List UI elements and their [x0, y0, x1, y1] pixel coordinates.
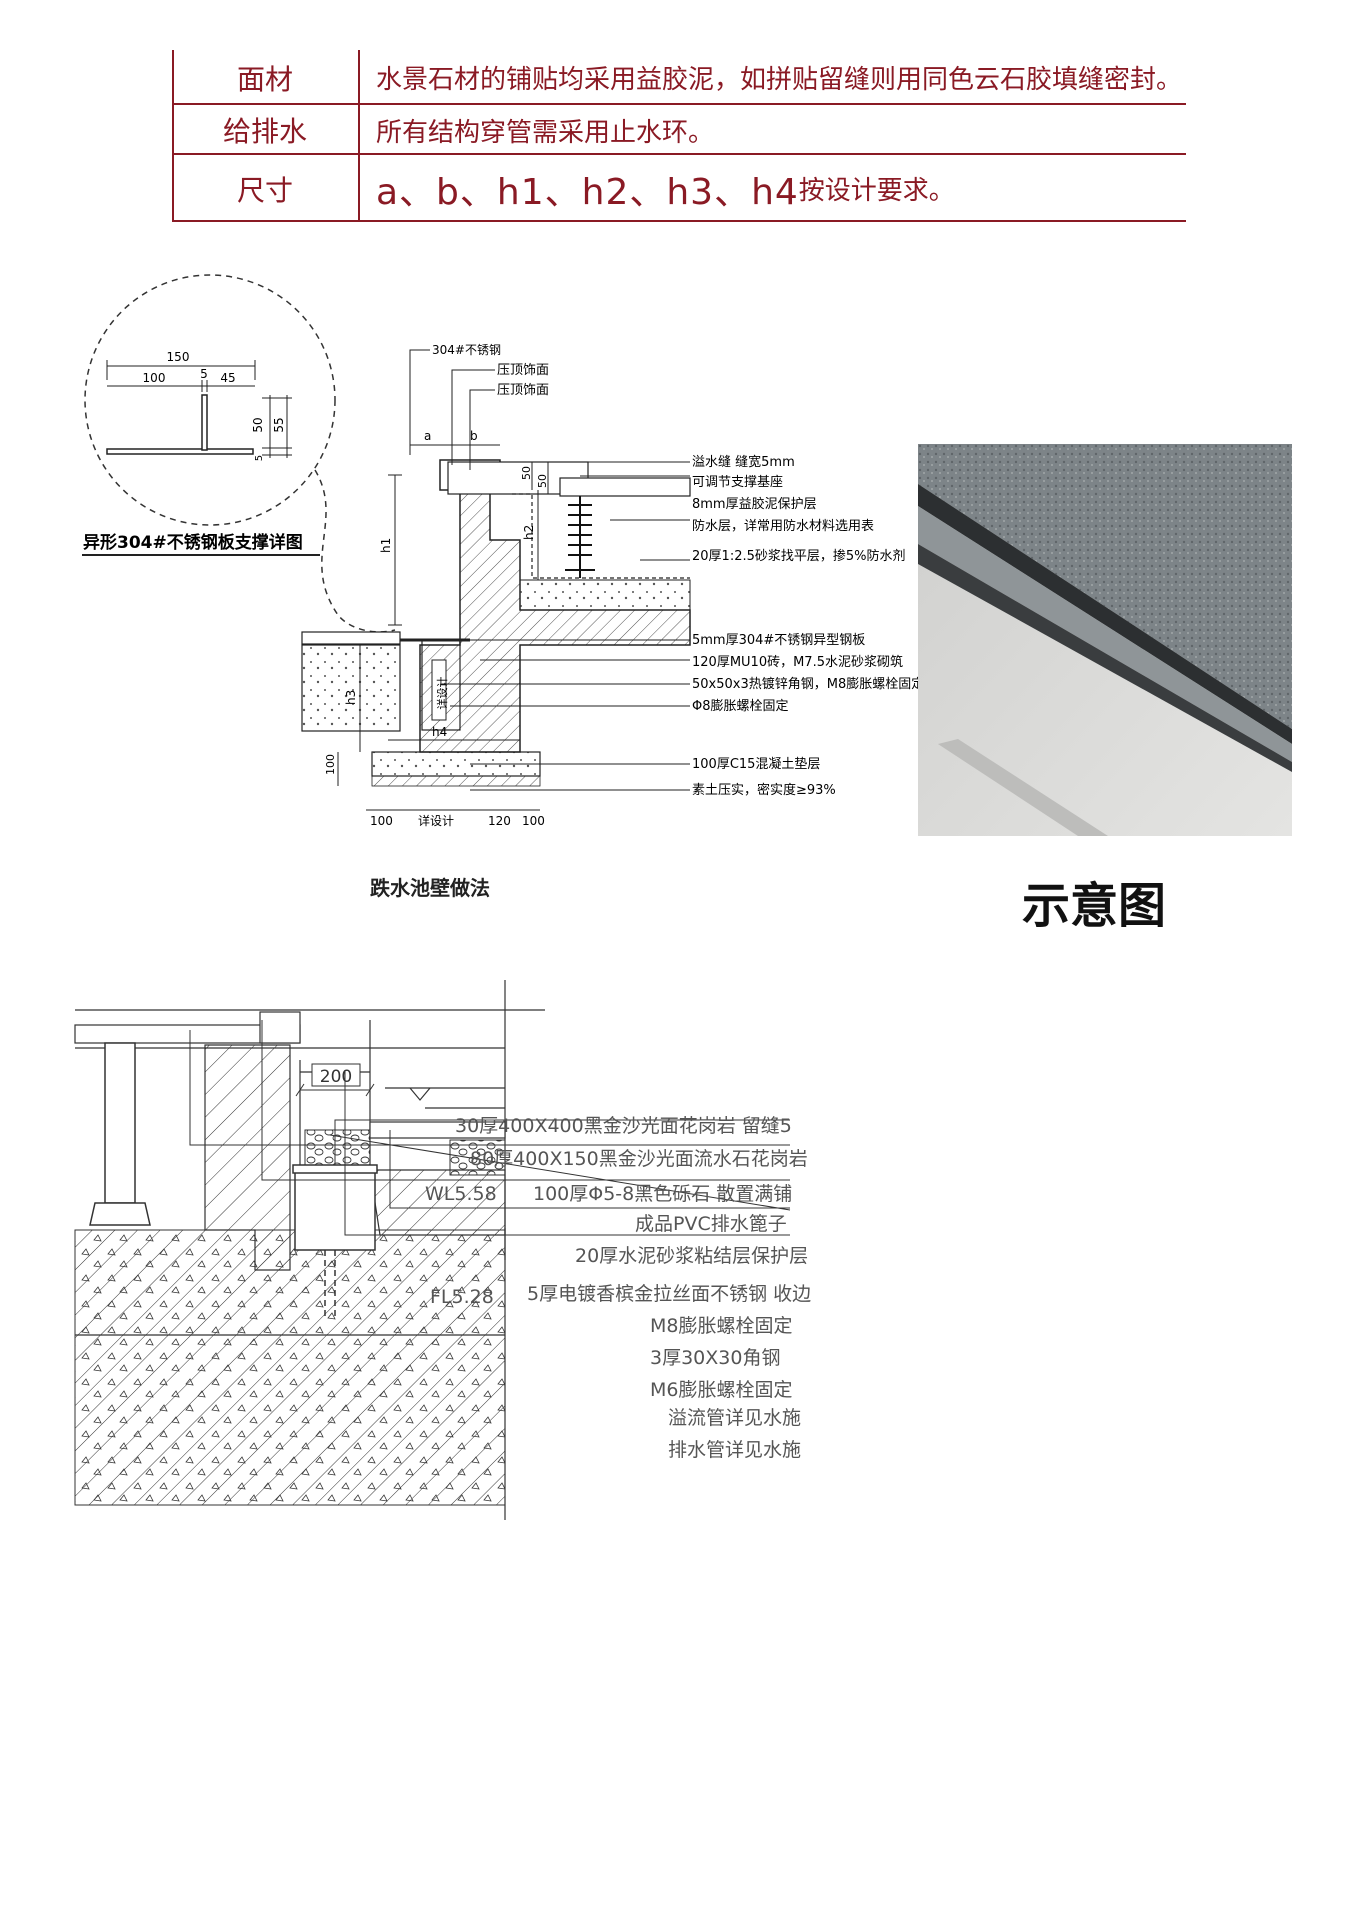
row-text: 水景石材的铺贴均采用益胶泥，如拼贴留缝则用同色云石胶填缝密封。	[376, 65, 1183, 95]
wl-level: WL5.58	[425, 1183, 497, 1205]
t-profile-web	[201, 394, 208, 451]
dim-a: a	[424, 429, 431, 443]
label-granite-paving: 30厚400X400黑金沙光面花岗岩 留缝5	[455, 1115, 792, 1137]
label-pvc-grate: 成品PVC排水篦子	[635, 1213, 787, 1235]
label-mortar-layer: 20厚水泥砂浆粘结层保护层	[575, 1245, 808, 1267]
dim-55: 55	[272, 417, 286, 432]
slab-hatch	[75, 1230, 505, 1505]
label-angle-steel: 3厚30X30角钢	[650, 1347, 780, 1369]
table-left-border	[172, 50, 174, 222]
table-row: 尺寸 a、b、h1、h2、h3、h4 按设计要求。	[172, 155, 1186, 222]
label-waterproof: 防水层，详常用防水材料选用表	[692, 518, 874, 534]
label-m8-bolt: M8膨胀螺栓固定	[650, 1315, 792, 1337]
pool-wall-brick	[419, 489, 691, 753]
dim-150: 150	[167, 350, 190, 364]
table-row: 给排水 所有结构穿管需采用止水环。	[172, 105, 1186, 155]
photo-caption: 示意图	[1022, 878, 1167, 934]
label-adjustable-support: 可调节支撑基座	[692, 475, 783, 490]
pool-top-stone	[559, 477, 691, 497]
table-row: 面材 水景石材的铺贴均采用益胶泥，如拼贴留缝则用同色云石胶填缝密封。	[172, 50, 1186, 105]
label-protect-layer: 8mm厚益胶泥保护层	[692, 496, 817, 512]
left-ground	[301, 644, 401, 732]
dim-5: 5	[200, 367, 208, 381]
dim-5b: 5	[254, 455, 265, 461]
label-coping-2: 压顶饰面	[497, 383, 549, 398]
dim-200: 200	[320, 1067, 352, 1087]
pool-wall-section-drawing: 150 100 5 45 50 55 5 异形304#不锈钢板支撑详图 详设计	[82, 274, 924, 828]
callout-title: 异形304#不锈钢板支撑详图	[83, 532, 303, 553]
dim-h3: h3	[344, 690, 358, 705]
dim-100-side: 100	[324, 754, 337, 775]
label-drain-pipe: 排水管详见水施	[668, 1439, 801, 1461]
row-label: 给排水	[222, 115, 307, 148]
dimension-note: 按设计要求。	[798, 176, 955, 206]
row-label: 面材	[236, 62, 293, 96]
dim-100: 100	[143, 371, 166, 385]
dim-bottom-detail: 详设计	[418, 813, 454, 828]
overflow-drain-section-drawing: 200 30厚400X400黑金沙光面花岗岩 留缝5 80厚400X150黑金沙…	[74, 980, 811, 1520]
pedestal-foot	[89, 1202, 151, 1226]
dim-50b: 50	[536, 474, 549, 488]
dimension-list: a、b、h1、h2、h3、h4	[376, 171, 799, 213]
pool-wall	[204, 1044, 291, 1271]
dim-bottom-100b: 100	[522, 814, 545, 828]
pedestal-post	[104, 1042, 136, 1204]
label-screed: 20厚1:2.5砂浆找平层，掺5%防水剂	[692, 548, 906, 564]
label-black-gravel: 100厚Φ5-8黑色砾石 散置满铺	[533, 1183, 792, 1205]
dim-bottom-120: 120	[488, 814, 511, 828]
gravel-bed	[449, 1139, 506, 1176]
label-brick: 120厚MU10砖，M7.5水泥砂浆砌筑	[692, 654, 903, 670]
label-steel-edge: 5厚电镀香槟金拉丝面不锈钢 收边	[527, 1283, 811, 1305]
detail-tag: 详设计	[435, 677, 449, 710]
spec-table: 面材 水景石材的铺贴均采用益胶泥，如拼贴留缝则用同色云石胶填缝密封。 给排水 所…	[172, 50, 1186, 222]
dim-h1: h1	[379, 538, 393, 553]
label-concrete-bed: 100厚C15混凝土垫层	[692, 756, 820, 772]
fl-level: FL5.28	[430, 1286, 494, 1308]
label-steel-plate: 5mm厚304#不锈钢异型钢板	[692, 633, 865, 648]
callout-circle	[84, 274, 336, 526]
label-304-steel: 304#不锈钢	[432, 343, 501, 357]
callout-leader	[314, 469, 396, 633]
label-coping-1: 压顶饰面	[497, 363, 549, 378]
label-flow-stone: 80厚400X150黑金沙光面流水石花岗岩	[470, 1148, 808, 1170]
label-compacted-soil: 素土压实，密实度≥93%	[692, 782, 836, 798]
drain-channel	[294, 1169, 376, 1251]
dim-50a: 50	[520, 466, 533, 480]
dim-h2: h2	[522, 525, 536, 540]
row-divider	[172, 220, 1186, 222]
dim-h4: h4	[432, 725, 447, 739]
row-divider	[172, 103, 1186, 105]
left-paving	[301, 631, 401, 645]
reference-photo	[918, 444, 1292, 836]
label-overflow-pipe: 溢流管详见水施	[668, 1407, 801, 1429]
label-anchor-bolt: Φ8膨胀螺栓固定	[692, 699, 789, 714]
row-divider	[172, 153, 1186, 155]
dim-bottom-100: 100	[370, 814, 393, 828]
label-overflow-gap: 溢水缝 缝宽5mm	[692, 454, 795, 470]
pool-floor	[519, 579, 691, 611]
row-label: 尺寸	[236, 173, 293, 207]
dim-b: b	[470, 429, 478, 443]
label-angle-steel: 50x50x3热镀锌角钢，M8膨胀螺栓固定	[692, 676, 924, 692]
detail1-caption: 跌水池壁做法	[370, 876, 490, 900]
dim-50: 50	[251, 417, 265, 432]
dim-45: 45	[220, 371, 235, 385]
label-m6-bolt: M6膨胀螺栓固定	[650, 1379, 792, 1401]
table-column-divider	[358, 50, 360, 222]
row-text: a、b、h1、h2、h3、h4 按设计要求。	[358, 155, 1186, 222]
flow-stone	[259, 1011, 301, 1044]
drain-grate	[292, 1164, 378, 1174]
row-text: 所有结构穿管需采用止水环。	[376, 117, 715, 148]
right-label-list: 溢水缝 缝宽5mm 可调节支撑基座 8mm厚益胶泥保护层 防水层，详常用防水材料…	[692, 454, 924, 798]
t-profile-flange	[106, 448, 254, 455]
soil-base	[371, 775, 541, 787]
drain-label-list: 30厚400X400黑金沙光面花岗岩 留缝5 80厚400X150黑金沙光面流水…	[425, 1115, 811, 1461]
